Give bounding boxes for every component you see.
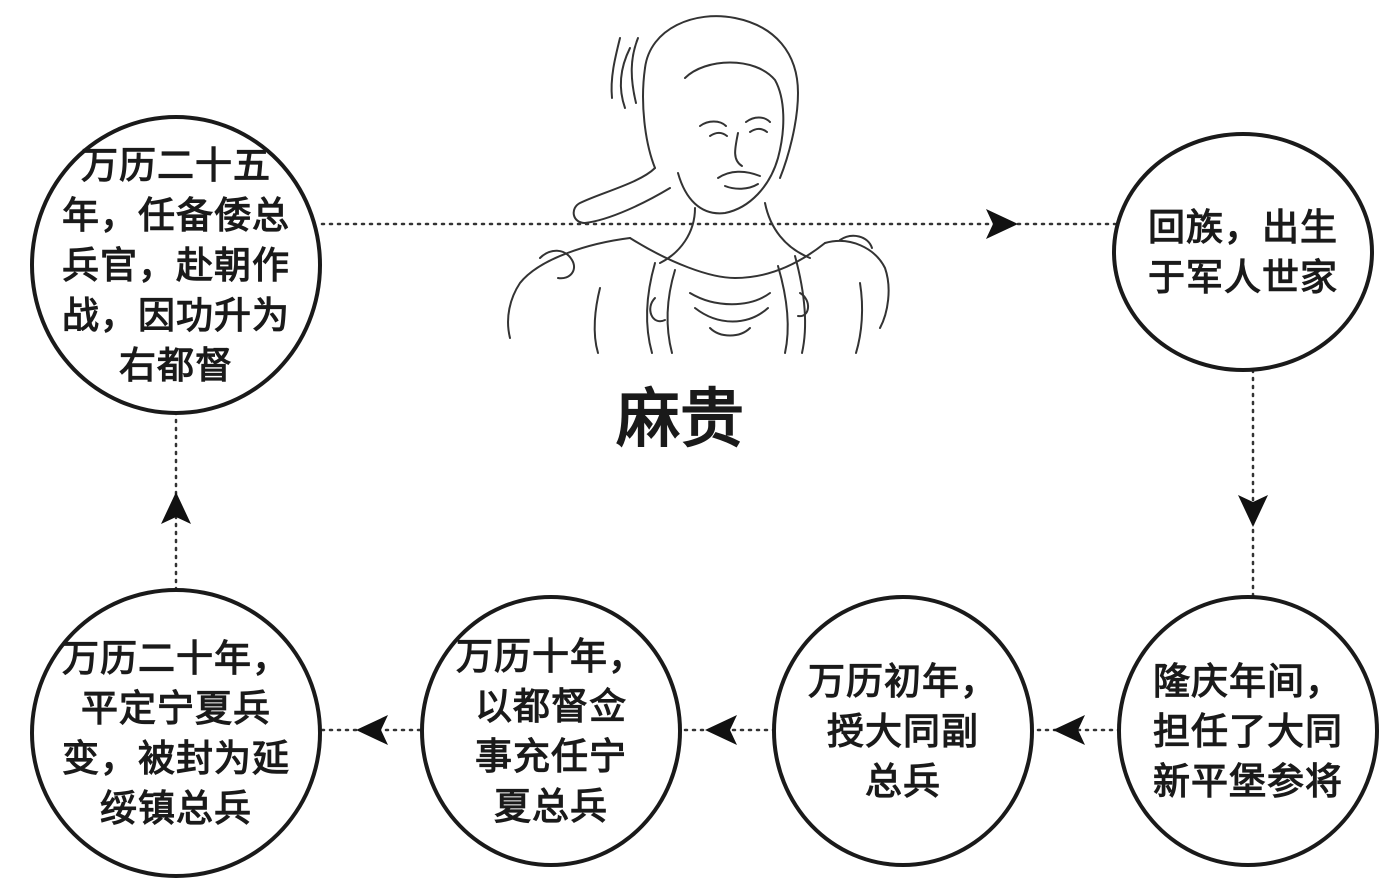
node-n4: 万历十年， 以都督佥 事充任宁 夏总兵	[420, 595, 682, 867]
arrow-left-icon	[1053, 715, 1085, 745]
arrow-right-icon	[986, 209, 1018, 239]
node-n3: 万历初年， 授大同副 总兵	[772, 595, 1034, 867]
arrow-left-icon	[705, 715, 737, 745]
diagram-title: 麻贵	[616, 382, 744, 457]
node-n1: 回族，出生 于军人世家	[1112, 132, 1374, 372]
node-n2: 隆庆年间， 担任了大同 新平堡参将	[1117, 595, 1379, 867]
node-text: 万历二十年， 平定宁夏兵 变，被封为延 绥镇总兵	[62, 636, 290, 830]
arrow-left-icon	[356, 715, 388, 745]
node-text: 隆庆年间， 担任了大同 新平堡参将	[1153, 659, 1343, 803]
node-text: 万历初年， 授大同副 总兵	[808, 659, 998, 803]
node-text: 回族，出生 于军人世家	[1148, 205, 1338, 299]
node-text: 万历二十五 年，任备倭总 兵官，赴朝作 战，因功升为 右都督	[62, 143, 290, 387]
arrow-down-icon	[1238, 495, 1268, 527]
arrow-up-icon	[161, 492, 191, 524]
warrior-portrait-sketch-icon	[507, 15, 890, 354]
node-text: 万历十年， 以都督佥 事充任宁 夏总兵	[456, 634, 646, 828]
node-n6: 万历二十五 年，任备倭总 兵官，赴朝作 战，因功升为 右都督	[30, 115, 322, 415]
node-n5: 万历二十年， 平定宁夏兵 变，被封为延 绥镇总兵	[30, 588, 322, 878]
